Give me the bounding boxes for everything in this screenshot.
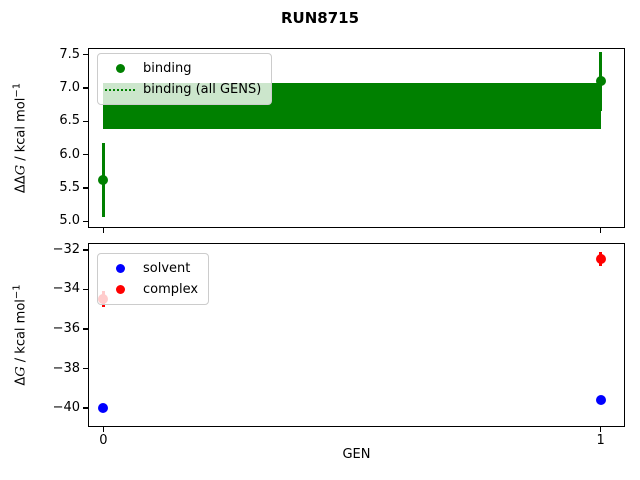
y-tick-mark — [83, 153, 88, 156]
ylabel-symbol: G — [13, 164, 29, 176]
ylabel-units: / kcal mol — [13, 97, 29, 165]
x-tick-label: 1 — [596, 433, 605, 448]
x-tick-label: 0 — [99, 433, 108, 448]
y-tick-label: 7.5 — [59, 46, 80, 62]
legend-entry-binding-all-gens: binding (all GENS) — [105, 79, 261, 100]
data-point-solvent — [98, 403, 109, 414]
legend-entry-solvent: solvent — [105, 258, 198, 279]
legend-label-binding: binding — [143, 61, 192, 76]
ylabel-exponent: −1 — [11, 284, 23, 300]
bottom-subplot: ΔG / kcal mol−1 −32 −34 −36 −38 −40 0 1 GEN so… — [11, 242, 625, 462]
y-tick-label: −40 — [52, 400, 80, 416]
legend-label-solvent: solvent — [143, 261, 191, 276]
data-point-binding — [595, 76, 606, 87]
y-tick-label: −38 — [52, 360, 80, 376]
y-tick-label: 5.5 — [59, 180, 80, 195]
y-tick-mark — [83, 288, 88, 291]
top-legend: binding binding (all GENS) — [97, 53, 273, 105]
x-axis-label: GEN — [342, 447, 371, 462]
ylabel-prefix: Δ — [13, 376, 29, 386]
data-point-complex — [595, 253, 606, 264]
binding-all-gens-line-icon — [105, 88, 135, 91]
legend-label-complex: complex — [143, 282, 199, 297]
y-tick-mark — [83, 328, 88, 330]
bottom-plot-area: −32 −34 −36 −38 −40 0 1 — [53, 242, 625, 448]
y-tick-label: 6.5 — [59, 113, 80, 129]
ylabel-prefix: ΔΔ — [13, 175, 29, 194]
y-tick-label: 5.0 — [59, 213, 80, 229]
y-tick-label: −32 — [52, 241, 80, 257]
binding-marker-icon — [105, 64, 135, 73]
top-subplot: ΔΔG / kcal mol−1 5.0 5.5 6.0 6.5 7.0 7.5 bind… — [11, 47, 625, 233]
y-tick-label: −34 — [52, 281, 80, 297]
y-tick-mark — [83, 249, 88, 251]
legend-entry-complex: complex — [105, 279, 198, 300]
ylabel-symbol: G — [13, 366, 29, 377]
ylabel-units: / kcal mol — [13, 299, 29, 367]
x-tick-mark — [599, 228, 602, 233]
y-tick-mark — [83, 367, 88, 370]
data-point-solvent — [595, 395, 606, 406]
bottom-y-axis-label: ΔG / kcal mol−1 — [11, 284, 28, 385]
complex-marker-icon — [105, 285, 135, 294]
y-tick-mark — [83, 220, 88, 223]
y-tick-label: 7.0 — [59, 80, 80, 95]
y-tick-mark — [83, 407, 88, 409]
ylabel-exponent: −1 — [11, 82, 23, 98]
x-tick-mark — [102, 228, 105, 233]
x-tick-mark — [599, 427, 602, 432]
y-tick-mark — [83, 120, 88, 123]
legend-entry-binding: binding — [105, 58, 261, 79]
y-tick-mark — [83, 187, 88, 189]
solvent-marker-icon — [105, 264, 135, 273]
y-tick-mark — [83, 87, 88, 89]
y-tick-label: −36 — [52, 321, 80, 337]
y-tick-label: 6.0 — [59, 146, 80, 162]
legend-label-binding-all-gens: binding (all GENS) — [143, 82, 262, 97]
top-y-axis-label: ΔΔG / kcal mol−1 — [11, 83, 28, 193]
top-plot-area: 5.0 5.5 6.0 6.5 7.0 7.5 — [59, 47, 625, 233]
x-tick-mark — [102, 427, 105, 432]
figure-title: RUN8715 — [280, 9, 360, 27]
bottom-legend: solvent complex — [97, 253, 210, 305]
data-point-binding — [98, 175, 109, 185]
y-tick-mark — [83, 53, 88, 56]
